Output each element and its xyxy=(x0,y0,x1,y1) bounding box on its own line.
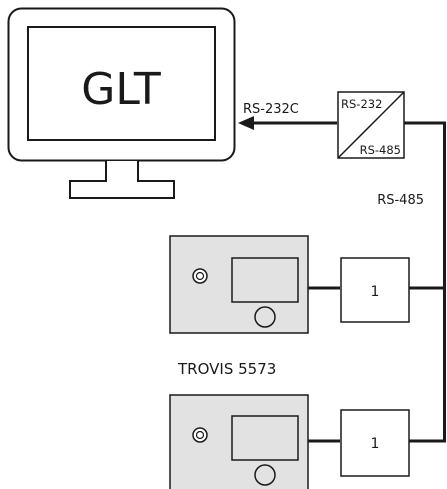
controller-2: 1 xyxy=(169,394,446,489)
rs485-bus: RS-485 xyxy=(377,121,446,441)
rs232c-arrowhead xyxy=(238,116,254,130)
converter-diagonal xyxy=(337,91,405,159)
controller-display xyxy=(231,257,299,303)
converter-output-label: RS-485 xyxy=(360,143,401,157)
controller-dial xyxy=(254,306,276,328)
controller-display xyxy=(231,415,299,461)
monitor-label: GLT xyxy=(81,64,161,115)
module-box xyxy=(340,409,410,477)
rs485-bus-label: RS-485 xyxy=(377,193,424,208)
monitor-screen xyxy=(27,26,216,141)
controller-1: 1 xyxy=(169,235,446,334)
rs232c-label: RS-232C xyxy=(243,102,299,117)
controller-dial xyxy=(254,464,276,486)
module-label: 1 xyxy=(371,284,380,300)
converter: RS-232 RS-485 xyxy=(337,91,405,159)
controller-knob-inner xyxy=(195,430,205,440)
controller-knob-inner xyxy=(195,271,205,281)
rs232c-link: RS-232C xyxy=(238,102,337,130)
converter-input-label: RS-232 xyxy=(341,97,382,111)
monitor: GLT xyxy=(7,7,236,199)
monitor-stand xyxy=(69,161,175,199)
module-box xyxy=(340,257,410,323)
module-label: 1 xyxy=(371,436,380,452)
device-name: TROVIS 5573 xyxy=(177,360,276,378)
